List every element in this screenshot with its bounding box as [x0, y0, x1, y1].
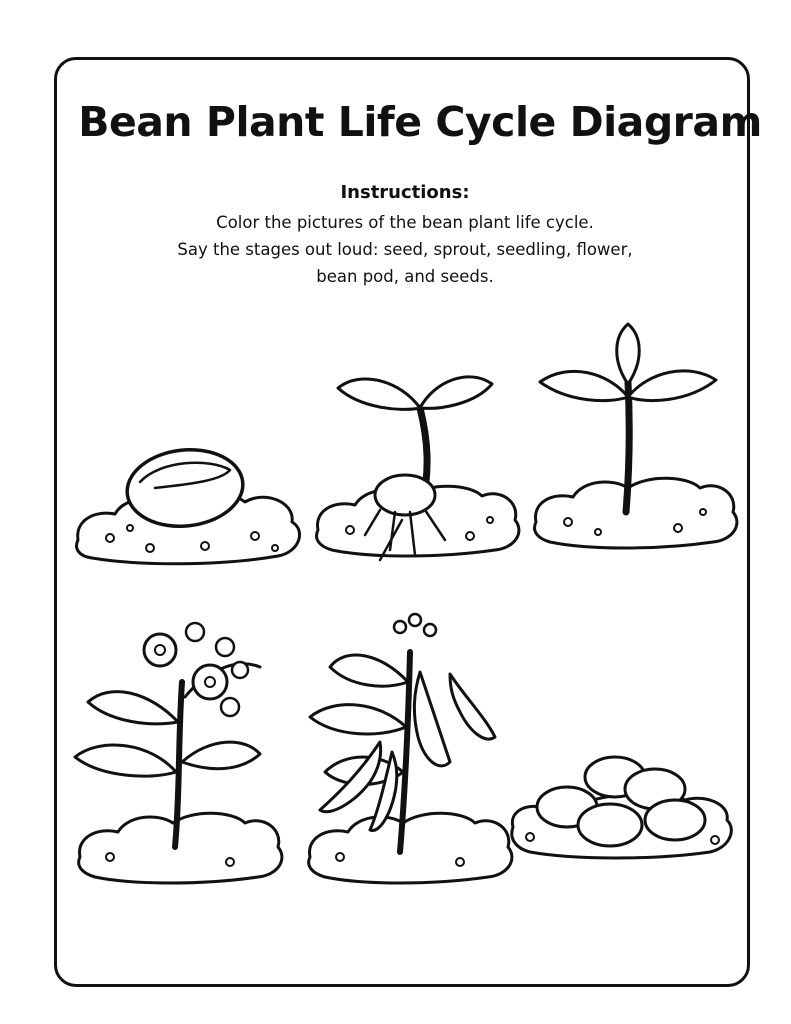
- sprout-icon: [315, 375, 521, 562]
- stage-bean-pod: [300, 612, 514, 892]
- instructions-line: Say the stages out loud: seed, sprout, s…: [177, 240, 633, 259]
- stage-sprout: [310, 360, 521, 575]
- bean-seeds-pile-icon: [510, 755, 733, 860]
- worksheet-border: [54, 57, 750, 987]
- instructions-line: bean pod, and seeds.: [316, 267, 494, 286]
- flowering-plant-icon: [73, 621, 284, 885]
- instructions-heading: Instructions:: [340, 182, 470, 203]
- stage-flower: [70, 612, 284, 892]
- bean-seed-icon: [75, 447, 302, 566]
- stage-seeds: [505, 752, 735, 872]
- bean-pod-plant-icon: [307, 612, 514, 885]
- stage-seedling: [528, 322, 739, 557]
- instructions-line: Color the pictures of the bean plant lif…: [216, 213, 594, 232]
- instructions-block: Instructions: Color the pictures of the …: [100, 182, 710, 290]
- stage-seed: [70, 430, 302, 570]
- worksheet-title: Bean Plant Life Cycle Diagram: [78, 98, 762, 146]
- seedling-icon: [533, 322, 739, 550]
